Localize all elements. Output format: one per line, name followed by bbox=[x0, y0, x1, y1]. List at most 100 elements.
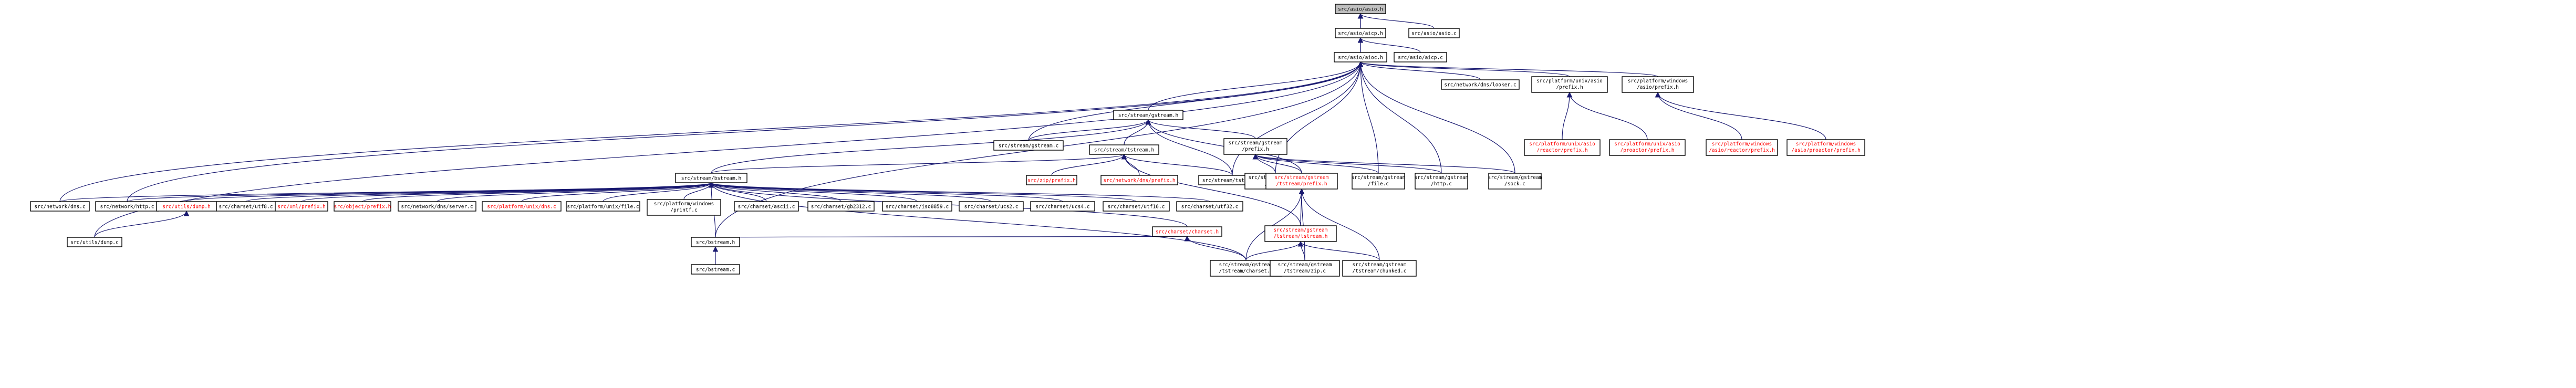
node-gstream-sock[interactable]: src/stream/gstream/sock.c bbox=[1488, 173, 1542, 190]
node-box bbox=[1334, 52, 1387, 62]
node-object-prefix[interactable]: src/object/prefix.h bbox=[334, 201, 391, 212]
node-box bbox=[67, 237, 122, 247]
node-box bbox=[1103, 201, 1170, 212]
node-win-proactor[interactable]: src/platform/windows/asio/proactor/prefi… bbox=[1786, 139, 1865, 156]
node-box bbox=[398, 201, 476, 212]
node-label: src/stream/bstream.h bbox=[681, 176, 741, 182]
node-gstream-http[interactable]: src/stream/gstream/http.c bbox=[1415, 173, 1469, 190]
edge-utils_dump_c-to-utils_dump_h bbox=[94, 210, 190, 238]
edge-asio_c-to-asio_h bbox=[1357, 13, 1435, 29]
node-label: src/charset/ucs2.c bbox=[964, 204, 1019, 210]
edge-charset_utf32-to-bstream_h bbox=[709, 182, 1210, 202]
node-label: /reactor/prefix.h bbox=[1536, 148, 1587, 153]
node-label: src/asio/asio.h bbox=[1338, 7, 1383, 13]
node-box bbox=[482, 201, 562, 212]
edge-zip_prefix-to-tstream_h bbox=[1051, 153, 1127, 176]
node-box bbox=[1415, 173, 1468, 190]
edge-tstream_charset-to-tstream_prefix bbox=[1245, 188, 1305, 261]
node-box bbox=[1335, 28, 1386, 38]
node-unix-reactor[interactable]: src/platform/unix/asio/reactor/prefix.h bbox=[1524, 139, 1601, 156]
edge-gstream_c-to-stream_h bbox=[1028, 119, 1151, 141]
node-gstream-c[interactable]: src/stream/gstream.c bbox=[993, 140, 1064, 151]
node-box bbox=[334, 201, 391, 212]
node-tstream-h[interactable]: src/stream/tstream.h bbox=[1089, 144, 1159, 155]
node-box bbox=[1394, 52, 1447, 62]
node-box bbox=[1264, 225, 1337, 242]
node-label: /prefix.h bbox=[1556, 85, 1583, 90]
node-charset-iso8859[interactable]: src/charset/iso8859.c bbox=[882, 201, 952, 212]
node-charset-h[interactable]: src/charset/charset.h bbox=[1152, 226, 1222, 237]
edge-unix_proactor-to-unix_asio_prefix bbox=[1566, 91, 1648, 140]
node-box bbox=[691, 237, 740, 247]
node-charset-ucs4[interactable]: src/charset/ucs4.c bbox=[1030, 201, 1095, 212]
node-charset-utf32[interactable]: src/charset/utf32.c bbox=[1176, 201, 1243, 212]
node-gstream-prefix[interactable]: src/stream/gstream/prefix.h bbox=[1223, 138, 1287, 155]
node-bstream-h[interactable]: src/stream/bstream.h bbox=[675, 173, 747, 183]
node-locker-c[interactable]: src/network/dns/looker.c bbox=[1441, 79, 1520, 90]
node-win-reactor[interactable]: src/platform/windows/asio/reactor/prefix… bbox=[1706, 139, 1778, 156]
node-dns-prefix[interactable]: src/network/dns/prefix.h bbox=[1100, 175, 1178, 185]
node-asio-c[interactable]: src/asio/asio.c bbox=[1408, 28, 1460, 38]
edge-http_c-to-aioc_h bbox=[127, 61, 1364, 202]
edge-win_reactor-to-win_asio_prefix bbox=[1655, 91, 1742, 140]
node-dns-c[interactable]: src/network/dns.c bbox=[30, 201, 90, 212]
node-label: src/network/dns/looker.c bbox=[1444, 82, 1516, 88]
edge-tstream_chunked-to-tstream_prefix bbox=[1299, 188, 1380, 261]
node-box bbox=[734, 201, 799, 212]
node-label: src/network/dns.c bbox=[34, 204, 85, 210]
node-gstream-file[interactable]: src/stream/gstream/file.c bbox=[1352, 173, 1406, 190]
edge-tstream_c-to-aioc_h bbox=[1232, 61, 1364, 176]
node-tstream-zip[interactable]: src/stream/gstream/tstream/zip.c bbox=[1270, 260, 1340, 277]
node-charset-utf16[interactable]: src/charset/utf16.c bbox=[1103, 201, 1170, 212]
node-label: src/stream/gstream bbox=[1275, 175, 1329, 181]
node-label: src/bstream.c bbox=[696, 267, 735, 273]
node-utils-dump-c[interactable]: src/utils/dump.c bbox=[67, 237, 122, 247]
node-box bbox=[1113, 110, 1183, 120]
node-label: /printf.c bbox=[670, 207, 697, 213]
node-asio-h[interactable]: src/asio/asio.h bbox=[1335, 4, 1386, 14]
node-aicp-h[interactable]: src/asio/aicp.h bbox=[1335, 28, 1386, 38]
node-stream-h[interactable]: src/stream/gstream.h bbox=[1113, 110, 1183, 120]
edge-gstream_prefix-to-stream_h bbox=[1145, 119, 1256, 139]
node-box bbox=[993, 140, 1064, 151]
node-unix-file[interactable]: src/platform/unix/file.c bbox=[566, 201, 640, 212]
node-unix-asio-prefix[interactable]: src/platform/unix/asio/prefix.h bbox=[1531, 76, 1608, 93]
node-win-printf[interactable]: src/platform/windows/printf.c bbox=[647, 199, 721, 216]
node-bstream-c[interactable]: src/bstream.h bbox=[691, 237, 740, 247]
node-label: /tstream/tstream.h bbox=[1274, 234, 1328, 239]
node-box bbox=[1441, 79, 1520, 90]
node-aioc-h[interactable]: src/asio/aioc.h bbox=[1334, 52, 1387, 62]
node-charset-ucs2[interactable]: src/charset/ucs2.c bbox=[959, 201, 1024, 212]
node-utils-dump-h[interactable]: src/utils/dump.h bbox=[156, 201, 217, 212]
node-label: src/stream/gstream bbox=[1415, 175, 1469, 181]
node-label: src/charset/utf32.c bbox=[1181, 204, 1239, 210]
node-label: src/zip/prefix.h bbox=[1027, 178, 1076, 184]
node-tstream-chunked[interactable]: src/stream/gstream/tstream/chunked.c bbox=[1342, 260, 1417, 277]
node-label: src/utils/dump.h bbox=[162, 204, 211, 210]
node-zip-prefix[interactable]: src/zip/prefix.h bbox=[1026, 175, 1077, 185]
node-charset-utf8[interactable]: src/charset/utf8.c bbox=[216, 201, 276, 212]
node-label: src/charset/iso8859.c bbox=[886, 204, 949, 210]
node-box bbox=[647, 199, 721, 216]
node-label: src/stream/tstream.c bbox=[1202, 178, 1262, 184]
node-unix-proactor[interactable]: src/platform/unix/asio/proactor/prefix.h bbox=[1609, 139, 1686, 156]
node-tstream-tstream-h[interactable]: src/stream/gstream/tstream/tstream.h bbox=[1264, 225, 1337, 242]
node-charset-gb2312[interactable]: src/charset/gb2312.c bbox=[807, 201, 875, 212]
node-aicp-c[interactable]: src/asio/aicp.c bbox=[1394, 52, 1447, 62]
node-box bbox=[1408, 28, 1460, 38]
node-label: /tstream/zip.c bbox=[1284, 268, 1326, 274]
node-label: src/network/http.c bbox=[100, 204, 154, 210]
node-charset-ascii[interactable]: src/charset/ascii.c bbox=[734, 201, 799, 212]
nodes-layer: src/asio/asio.h src/asio/aicp.h src/asio/a… bbox=[30, 4, 1865, 277]
node-http-c[interactable]: src/network/http.c bbox=[95, 201, 159, 212]
edge-stream_h-to-aioc_h bbox=[1148, 61, 1364, 111]
node-xml-prefix[interactable]: src/xml/prefix.h bbox=[275, 201, 328, 212]
node-tstream-prefix[interactable]: src/stream/gstream/tstream/prefix.h bbox=[1265, 173, 1338, 190]
node-unix-dns[interactable]: src/platform/unix/dns.c bbox=[482, 201, 562, 212]
node-win-asio-prefix[interactable]: src/platform/windows/asio/prefix.h bbox=[1622, 76, 1694, 93]
node-label: src/object/prefix.h bbox=[334, 204, 391, 210]
node-label: src/platform/windows bbox=[1712, 141, 1772, 147]
node-dns-server[interactable]: src/network/dns/server.c bbox=[398, 201, 476, 212]
node-label: src/stream/gstream bbox=[1274, 227, 1328, 233]
node-bstream-bottom[interactable]: src/bstream.c bbox=[691, 264, 740, 275]
